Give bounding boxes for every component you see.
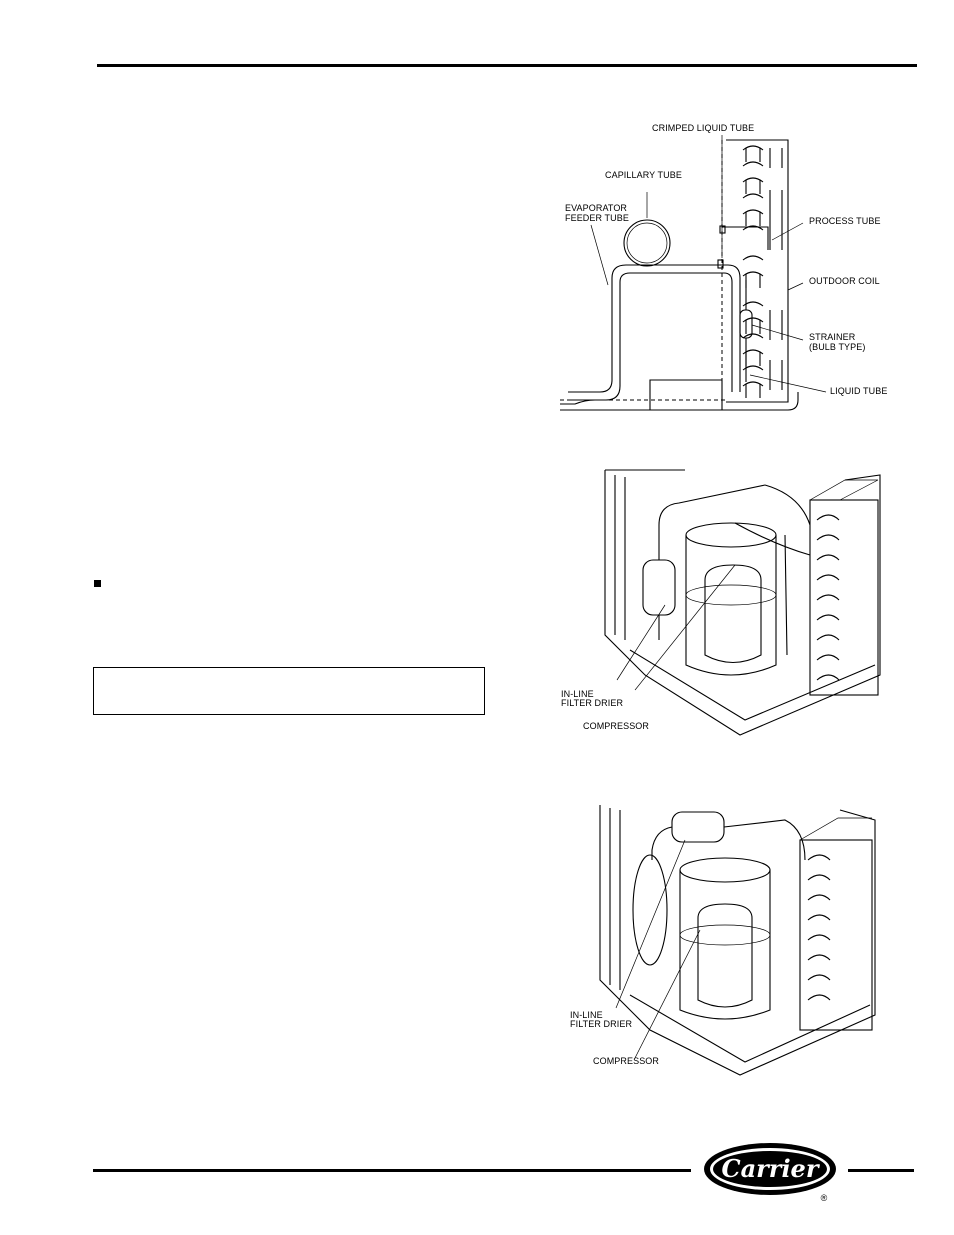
leader-strainer	[751, 324, 804, 341]
accumulator-1	[704, 564, 762, 664]
outdoor-coil-2	[799, 839, 873, 1031]
label-outdoor-coil: OUTDOOR COIL	[809, 276, 880, 286]
evaporator-feeder-tube	[568, 264, 741, 393]
muffler-2	[632, 854, 668, 966]
label-liquid-tube: LIQUID TUBE	[830, 386, 887, 396]
filter-drier-1	[642, 559, 676, 616]
label-compressor-2: COMPRESSOR	[593, 1056, 659, 1066]
outdoor-coil-outline	[726, 139, 789, 403]
header-rule	[97, 64, 917, 67]
leader-evaporator	[590, 224, 609, 286]
accumulator-2	[697, 903, 753, 1008]
label-crimped-liquid-tube: CRIMPED LIQUID TUBE	[652, 123, 754, 133]
capillary-tube-diagram: CRIMPED LIQUID TUBE CAPILLARY TUBE EVAPO…	[560, 123, 887, 411]
footer-rule-left	[93, 1169, 691, 1172]
base-pan	[560, 392, 799, 411]
outdoor-coil-tubes	[742, 145, 783, 398]
label-in-line-1: IN-LINE	[561, 689, 594, 699]
label-strainer-line1: STRAINER	[809, 332, 856, 342]
label-compressor-1: COMPRESSOR	[583, 721, 649, 731]
leader-process	[771, 222, 804, 241]
coil-tubes-1	[816, 514, 840, 681]
label-strainer-line2: (BULB TYPE)	[809, 342, 865, 352]
leader-outdoor	[787, 282, 804, 291]
note-box	[93, 667, 485, 715]
filter-drier-2	[671, 811, 725, 843]
coil-tubes-2	[807, 854, 831, 1001]
compressor-top-1	[685, 522, 777, 548]
registered-mark: ®	[821, 1193, 828, 1203]
label-process-tube: PROCESS TUBE	[809, 216, 881, 226]
capillary-tube-coil	[623, 219, 671, 267]
compressor-filter-drier-figure-2: IN-LINE FILTER DRIER COMPRESSOR	[570, 805, 876, 1076]
compressor-shell-2	[679, 870, 771, 1020]
label-evaporator-line1: EVAPORATOR	[565, 203, 627, 213]
process-tube	[722, 226, 769, 250]
footer-rule-right	[848, 1169, 914, 1172]
carrier-logo: Carrier ®	[704, 1143, 836, 1203]
label-filter-drier-1: FILTER DRIER	[561, 698, 623, 708]
outdoor-coil-1	[809, 499, 879, 696]
bullet-marker	[94, 580, 101, 587]
inner-box	[649, 379, 723, 410]
label-filter-drier-2: FILTER DRIER	[570, 1019, 632, 1029]
compressor-top-2	[679, 857, 771, 883]
label-capillary-tube: CAPILLARY TUBE	[605, 170, 682, 180]
label-evaporator-line2: FEEDER TUBE	[565, 213, 629, 223]
leader-liquid	[749, 374, 827, 393]
label-in-line-2: IN-LINE	[570, 1010, 603, 1020]
compressor-shell-1	[685, 535, 777, 676]
compressor-filter-drier-figure-1: IN-LINE FILTER DRIER COMPRESSOR	[561, 469, 881, 736]
carrier-wordmark: Carrier	[722, 1154, 821, 1183]
